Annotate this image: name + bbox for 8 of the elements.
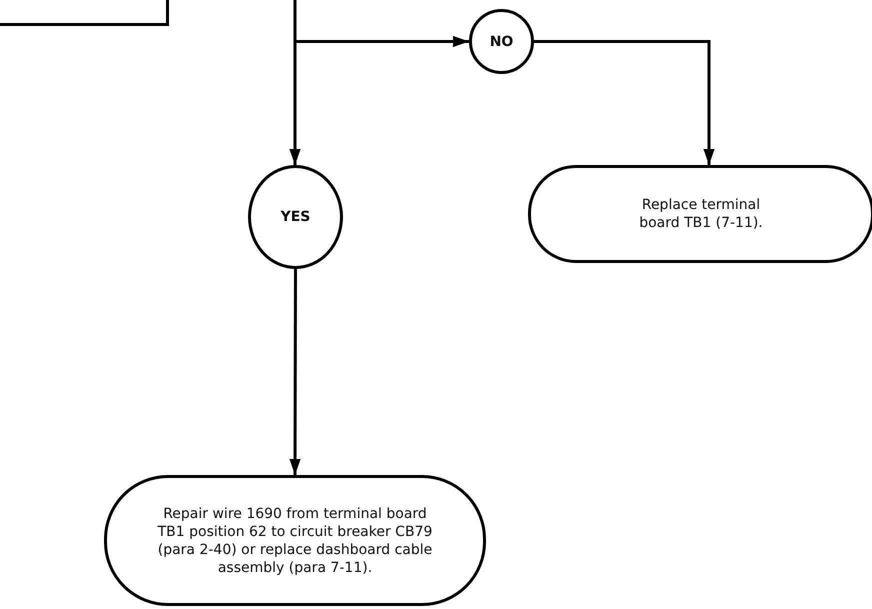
terminal-box xyxy=(528,165,872,263)
arrow xyxy=(289,269,301,475)
node-text: Replace terminal board TB1 (7-11). xyxy=(638,196,764,232)
arrow xyxy=(534,40,715,165)
node-text: YES xyxy=(280,208,310,226)
node-text: NO xyxy=(490,32,514,50)
node-text: Repair wire 1690 from terminal board TB1 position 62 to circuit breaker CB79 (para 2-40) or replace dashboard cable assembly (para 7-11). xyxy=(156,504,434,576)
arrow xyxy=(294,0,469,48)
